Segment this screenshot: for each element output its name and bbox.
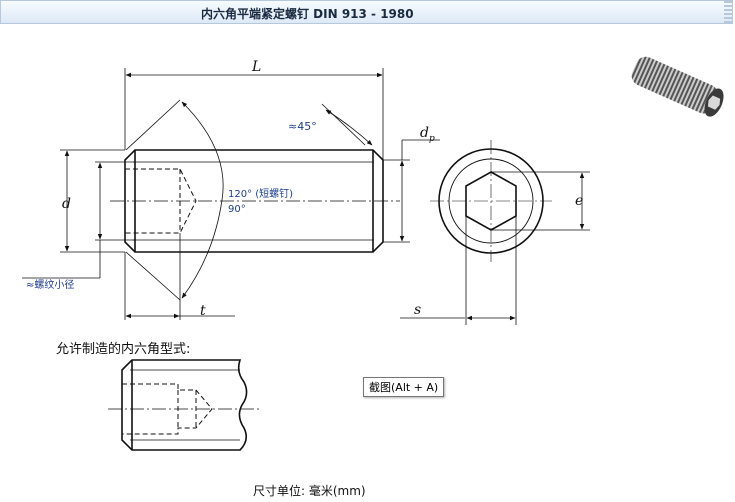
end-view <box>430 140 552 262</box>
point-diameter-label: d <box>420 125 429 141</box>
socket-width-label: s <box>414 302 421 318</box>
unit-value: 毫米(mm) <box>308 484 366 498</box>
thread-minor-label: ≈螺纹小径 <box>26 278 74 291</box>
scroll-grip <box>724 1 732 25</box>
title-bar: 内六角平端紧定螺钉 DIN 913 - 1980 <box>0 0 733 25</box>
unit-note: 尺寸单位: 毫米(mm) <box>253 482 366 499</box>
unit-label: 尺寸单位: <box>253 484 309 498</box>
product-photo <box>631 56 724 117</box>
socket-depth-label: t <box>200 303 206 319</box>
length-label: L <box>251 59 261 75</box>
side-view <box>110 149 400 253</box>
hex-corner-label: e <box>575 193 583 209</box>
variant-view <box>108 359 262 451</box>
page-title: 内六角平端紧定螺钉 DIN 913 - 1980 <box>201 7 414 21</box>
point-diameter-subscript: p <box>429 134 435 144</box>
screenshot-tooltip: 截图(Alt + A) <box>363 377 445 397</box>
side-dimensions <box>22 68 440 320</box>
end-dimensions <box>400 171 590 325</box>
angle-120-label: 120° (短螺钉) <box>228 187 293 200</box>
angle-90-label: 90° <box>228 204 246 215</box>
variants-caption: 允许制造的内六角型式: <box>56 341 190 357</box>
diameter-label: d <box>62 196 71 212</box>
angle-45-label: ≈45° <box>288 120 317 133</box>
